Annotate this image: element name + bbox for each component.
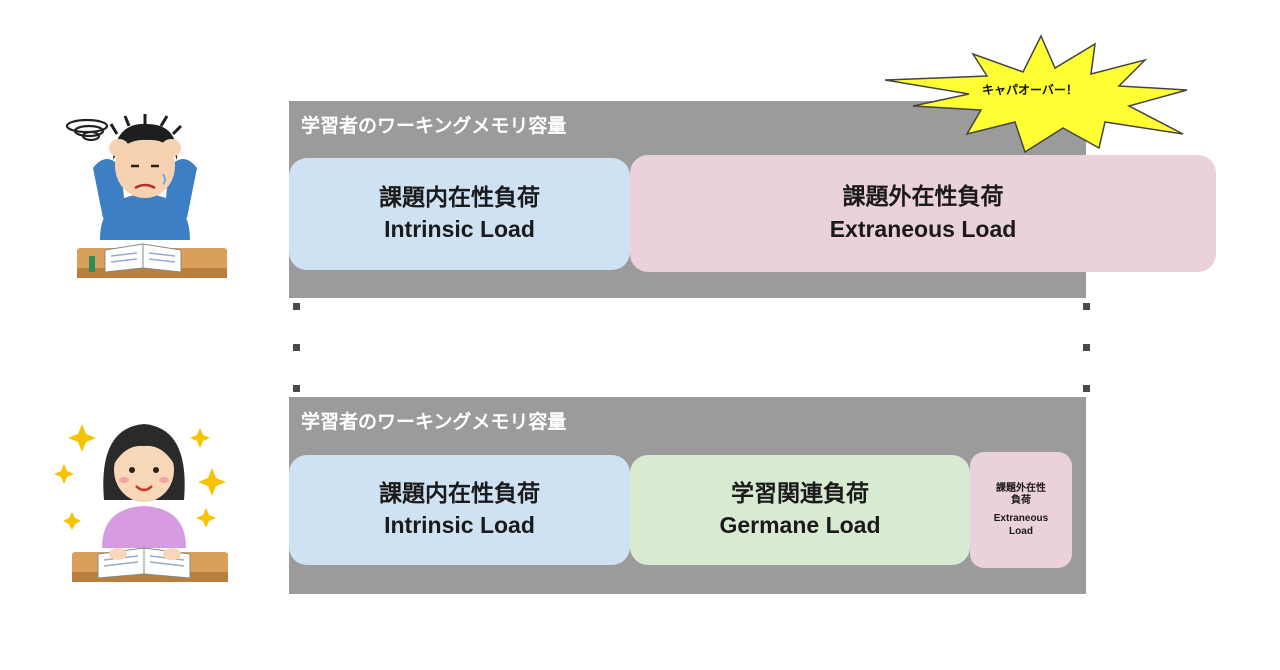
- confused-student-illustration: [65, 114, 227, 278]
- overflow-burst-label: キャパオーバー！: [982, 83, 1078, 97]
- separator-dot: [293, 303, 300, 310]
- separator-dot: [1083, 303, 1090, 310]
- sparkle-icon: [54, 424, 226, 530]
- separator-dot: [1083, 385, 1090, 392]
- capacity-title: 学習者のワーキングメモリ容量: [301, 411, 567, 433]
- extraneous-load-en-label: Extraneous Load: [829, 215, 1017, 242]
- happy-student-illustration: [54, 424, 228, 582]
- intrinsic-load-en-label: Intrinsic Load: [384, 512, 535, 538]
- germane-load-jp-label: 学習関連負荷: [731, 480, 869, 507]
- capacity-title: 学習者のワーキングメモリ容量: [301, 115, 567, 137]
- bottom-extraneous-load-box: 課題外在性 負荷 Extraneous Load: [970, 452, 1072, 568]
- intrinsic-load-en-label: Intrinsic Load: [384, 216, 535, 242]
- bottom-intrinsic-load-box: 課題内在性負荷 Intrinsic Load: [289, 455, 630, 565]
- bottom-germane-load-box: 学習関連負荷 Germane Load: [630, 455, 970, 565]
- separator-dot: [293, 344, 300, 351]
- overflow-burst-icon: [884, 34, 1188, 154]
- separator-dot: [1083, 344, 1090, 351]
- intrinsic-load-jp-label: 課題内在性負荷: [379, 184, 540, 211]
- intrinsic-load-jp-label: 課題内在性負荷: [379, 480, 540, 507]
- extraneous-load-en-label: Extraneous Load: [993, 512, 1049, 537]
- top-extraneous-load-box: 課題外在性負荷 Extraneous Load: [630, 155, 1216, 272]
- germane-load-en-label: Germane Load: [719, 512, 881, 538]
- separator-dot: [293, 385, 300, 392]
- extraneous-load-jp-label: 課題外在性負荷: [842, 184, 1004, 211]
- top-intrinsic-load-box: 課題内在性負荷 Intrinsic Load: [289, 158, 630, 270]
- confusion-scribble-icon: [65, 118, 109, 142]
- extraneous-load-jp-label: 課題外在性 負荷: [996, 482, 1046, 507]
